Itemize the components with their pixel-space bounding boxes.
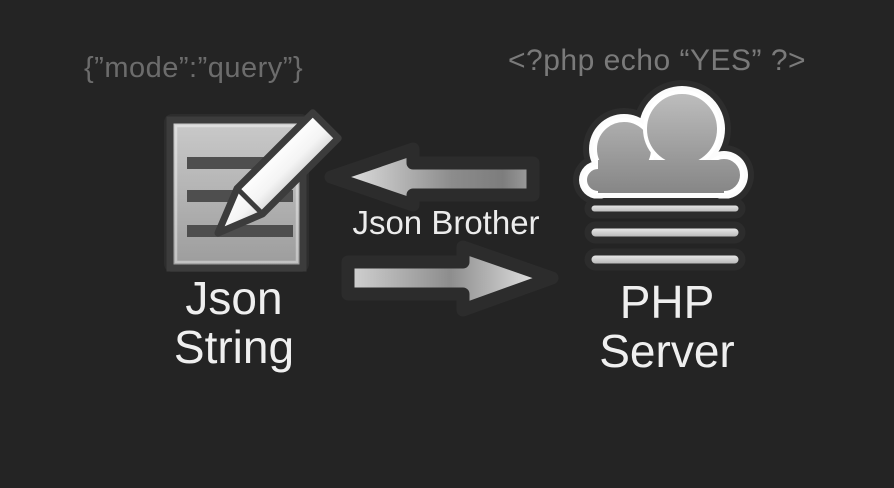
server-label-line2: Server bbox=[599, 325, 735, 377]
pencil-icon bbox=[214, 109, 342, 237]
client-label-line1: Json bbox=[185, 272, 283, 324]
client-label-line2: String bbox=[173, 321, 295, 373]
arrow-right-icon bbox=[341, 240, 559, 317]
server-annotation: <?php echo “YES” ?> bbox=[508, 44, 807, 77]
client-label: Json String bbox=[84, 274, 384, 372]
server-bars bbox=[584, 198, 746, 271]
document-inner-highlight bbox=[174, 124, 299, 264]
cloud-server-icon bbox=[573, 80, 754, 271]
document-edit-icon bbox=[164, 109, 342, 272]
client-annotation: {”mode”:”query”} bbox=[84, 52, 304, 84]
server-label: PHP Server bbox=[517, 278, 817, 376]
server-label-line1: PHP bbox=[619, 276, 715, 328]
cloud-body bbox=[583, 90, 744, 195]
arrow-left-icon bbox=[324, 142, 540, 212]
link-label: Json Brother bbox=[352, 204, 540, 241]
